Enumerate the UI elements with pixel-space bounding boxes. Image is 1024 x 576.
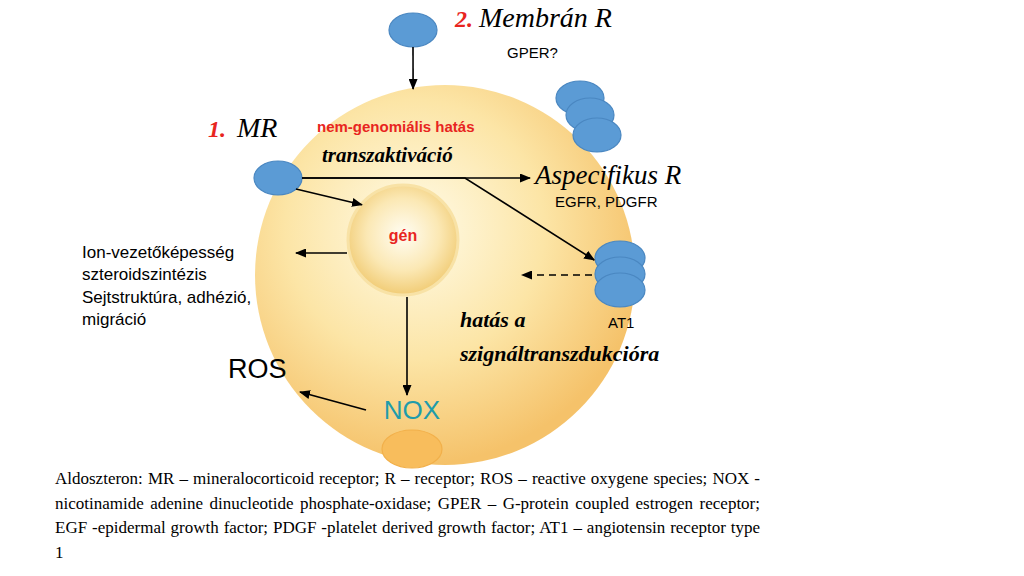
effect-item: szteroidszintézis (82, 265, 207, 285)
connector-arrow (302, 178, 594, 260)
text-slot: nem-genomiális hatás (317, 118, 475, 136)
receptor-name: EGFR, PDGFR (555, 193, 658, 210)
connector-arrow (296, 189, 362, 205)
text-slot: hatás a szignáltranszdukcióra (460, 303, 710, 371)
at1-stack: AT1 (590, 238, 660, 338)
text-slot: Membrán R (479, 2, 612, 34)
caption: Aldoszteron: MR – mineralocorticoid rece… (55, 467, 760, 565)
enzyme-symbol (382, 430, 442, 468)
receptor-title: Membrán R (479, 2, 612, 34)
text-slot: Ion-vezetőképesség (82, 243, 234, 263)
text-slot: szteroidszintézis (82, 265, 207, 285)
text-slot: ROS (228, 354, 287, 385)
receptor-symbol (595, 273, 645, 307)
cell-effect: hatás a szignáltranszdukcióra (460, 303, 710, 371)
connector-arrow (412, 47, 414, 89)
enzyme-name: NOX (384, 395, 440, 426)
text-slot: transzaktiváció (322, 143, 453, 168)
receptor-symbol (254, 161, 302, 195)
gene-label: gén (389, 227, 417, 245)
text-slot: 1. (208, 116, 226, 143)
dashed-arrow (522, 274, 592, 276)
mr-receptor: 1. MR (205, 112, 305, 197)
text-slot: GPER? (507, 44, 558, 62)
text-slot: 2. (455, 6, 473, 33)
receptor-stack: Aspecifikus R EGFR, PDGFR (530, 78, 710, 213)
receptor-name: AT1 (608, 314, 634, 331)
effect-arrow (296, 252, 347, 254)
text-slot: AT1 (608, 314, 634, 332)
connector-arrow (406, 297, 408, 395)
receptor-symbol (389, 13, 437, 47)
ros-label: ROS (228, 354, 287, 385)
receptor-title: MR (237, 112, 277, 144)
nox-enzyme: NOX (370, 395, 454, 469)
receptor-title: Aspecifikus R (535, 160, 681, 191)
shape-outline (530, 78, 710, 213)
edge-label: transzaktiváció (322, 143, 453, 168)
callout-number: 2. (455, 6, 473, 33)
cell-body (255, 85, 635, 465)
text-slot: Aldoszteron: MR – mineralocorticoid rece… (55, 467, 760, 565)
text-slot: Aspecifikus R (535, 160, 681, 191)
nucleus: gén (346, 183, 460, 297)
ros-arrow (300, 392, 366, 410)
nucleus-body (348, 185, 458, 295)
text-slot: gén (346, 227, 460, 245)
effect-heading: nem-genomiális hatás (317, 118, 475, 135)
callout-number: 1. (208, 116, 226, 143)
effect-item: Ion-vezetőképesség (82, 243, 234, 263)
text-slot: EGFR, PDGFR (555, 193, 658, 211)
text-slot: MR (237, 112, 277, 144)
effect-item: Sejtstruktúra, adhézió, migráció (82, 287, 287, 331)
text-slot: NOX (370, 395, 454, 426)
receptor-name: GPER? (507, 44, 558, 61)
membrane-receptor: 2.Membrán R GPER? (389, 2, 639, 64)
text-slot: Sejtstruktúra, adhézió, migráció (82, 287, 287, 331)
receptor-symbol (573, 118, 621, 152)
